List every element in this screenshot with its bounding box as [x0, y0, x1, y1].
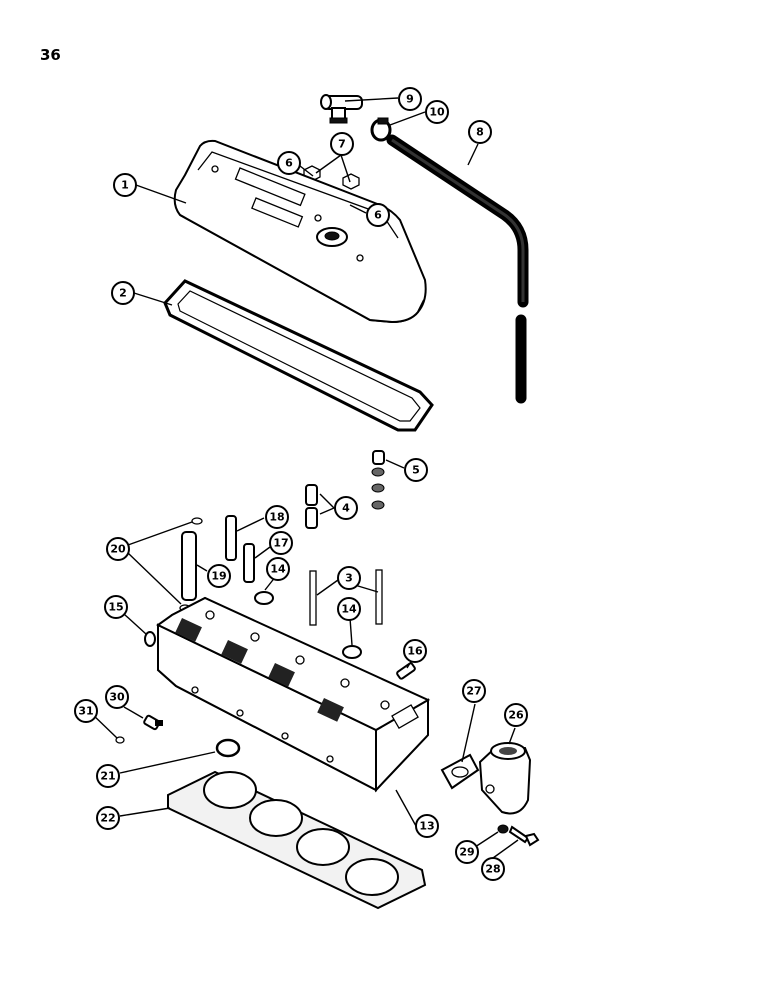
callout-22: 22	[96, 806, 120, 830]
svg-text:30: 30	[109, 691, 125, 704]
svg-text:31: 31	[78, 705, 93, 718]
callout-26: 26	[504, 703, 528, 727]
svg-text:28: 28	[485, 863, 500, 876]
callout-4: 4	[334, 496, 358, 520]
callout-29: 29	[455, 840, 479, 864]
svg-text:16: 16	[407, 645, 423, 658]
callout-10: 10	[425, 100, 449, 124]
page-number: 36	[40, 46, 61, 64]
hose-clamp	[370, 117, 392, 142]
callout-21: 21	[96, 764, 120, 788]
callout-16: 16	[403, 639, 427, 663]
callout-19: 19	[207, 564, 231, 588]
svg-text:20: 20	[110, 543, 126, 556]
seals-and-plugs	[144, 591, 416, 680]
callout-28: 28	[481, 857, 505, 881]
callout-14b: 14	[337, 597, 361, 621]
svg-text:14: 14	[270, 563, 286, 576]
callout-31: 31	[74, 699, 98, 723]
svg-text:6: 6	[374, 209, 382, 222]
temperature-sender	[115, 714, 163, 744]
svg-text:15: 15	[108, 601, 123, 614]
svg-text:7: 7	[338, 138, 346, 151]
callout-14a: 14	[266, 557, 290, 581]
callout-9: 9	[398, 87, 422, 111]
svg-text:6: 6	[285, 157, 293, 170]
svg-text:13: 13	[419, 820, 434, 833]
seal-ring	[215, 738, 241, 758]
svg-text:27: 27	[466, 685, 481, 698]
svg-text:17: 17	[273, 537, 288, 550]
svg-text:10: 10	[429, 106, 445, 119]
callout-5: 5	[404, 458, 428, 482]
valve-cover-gasket	[163, 279, 434, 432]
svg-text:5: 5	[412, 464, 420, 477]
leader-lines	[89, 97, 519, 859]
head-gasket	[167, 770, 427, 910]
callout-27: 27	[462, 679, 486, 703]
thermostat-gasket	[440, 753, 480, 790]
callout-3: 3	[337, 566, 361, 590]
svg-text:4: 4	[342, 502, 350, 515]
thermostat-housing	[478, 742, 532, 815]
callout-30: 30	[105, 685, 129, 709]
svg-text:9: 9	[406, 93, 414, 106]
svg-text:18: 18	[269, 511, 284, 524]
svg-text:29: 29	[459, 846, 474, 859]
svg-text:19: 19	[211, 570, 226, 583]
svg-text:21: 21	[100, 770, 115, 783]
callout-13: 13	[415, 814, 439, 838]
head-studs	[309, 569, 383, 626]
svg-text:1: 1	[121, 179, 129, 192]
callout-1: 1	[113, 173, 137, 197]
callout-15: 15	[104, 595, 128, 619]
svg-text:2: 2	[119, 287, 127, 300]
breather-tube	[320, 94, 363, 124]
svg-text:22: 22	[100, 812, 115, 825]
callout-6a: 6	[277, 151, 301, 175]
callout-6b: 6	[366, 203, 390, 227]
bolt-and-washer	[497, 824, 540, 847]
callout-18: 18	[265, 505, 289, 529]
valve-keepers	[371, 450, 385, 510]
breather-hose	[386, 134, 529, 404]
svg-text:8: 8	[476, 126, 484, 139]
cylinder-head	[156, 596, 431, 793]
callout-17: 17	[269, 531, 293, 555]
callout-8: 8	[468, 120, 492, 144]
svg-text:14: 14	[341, 603, 357, 616]
svg-text:26: 26	[508, 709, 524, 722]
pins-and-tubes	[179, 515, 255, 612]
callout-7: 7	[330, 132, 354, 156]
svg-text:3: 3	[345, 572, 353, 585]
callout-20: 20	[106, 537, 130, 561]
rocker-sleeves	[305, 484, 318, 529]
valve-cover	[173, 139, 427, 324]
callout-2: 2	[111, 281, 135, 305]
